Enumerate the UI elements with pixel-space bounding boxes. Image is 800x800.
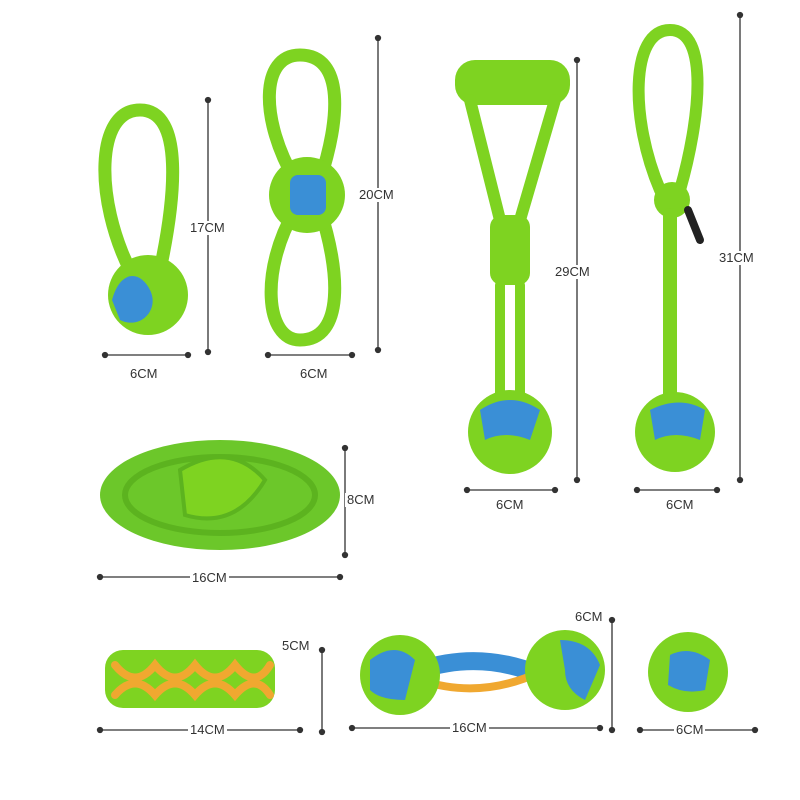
width-label-toy5: 16CM xyxy=(190,570,229,585)
height-label-toy2: 20CM xyxy=(357,187,396,202)
width-label-toy7: 16CM xyxy=(450,720,489,735)
dimension-lines xyxy=(96,11,759,736)
width-label-toy4: 6CM xyxy=(664,497,696,512)
toy-braided-stick xyxy=(105,650,275,708)
height-label-toy7: 6CM xyxy=(573,609,605,624)
toy-figure-eight-ball xyxy=(262,48,345,347)
height-label-toy5: 8CM xyxy=(345,492,377,507)
toy-handle-ball xyxy=(455,60,570,474)
toy-loop-ball-long xyxy=(632,23,715,472)
width-label-toy1: 6CM xyxy=(128,366,160,381)
toy-double-ball-dumbbell xyxy=(360,630,605,715)
toy-single-ball xyxy=(648,632,728,712)
toy-flat-knot xyxy=(100,440,340,550)
height-label-toy4: 31CM xyxy=(717,250,756,265)
height-label-toy1: 17CM xyxy=(188,220,227,235)
width-label-toy6: 14CM xyxy=(188,722,227,737)
height-label-toy3: 29CM xyxy=(553,264,592,279)
width-label-toy2: 6CM xyxy=(298,366,330,381)
height-label-toy6: 5CM xyxy=(280,638,312,653)
width-label-toy8: 6CM xyxy=(674,722,706,737)
toy-loop-ball-small xyxy=(98,103,188,335)
width-label-toy3: 6CM xyxy=(494,497,526,512)
